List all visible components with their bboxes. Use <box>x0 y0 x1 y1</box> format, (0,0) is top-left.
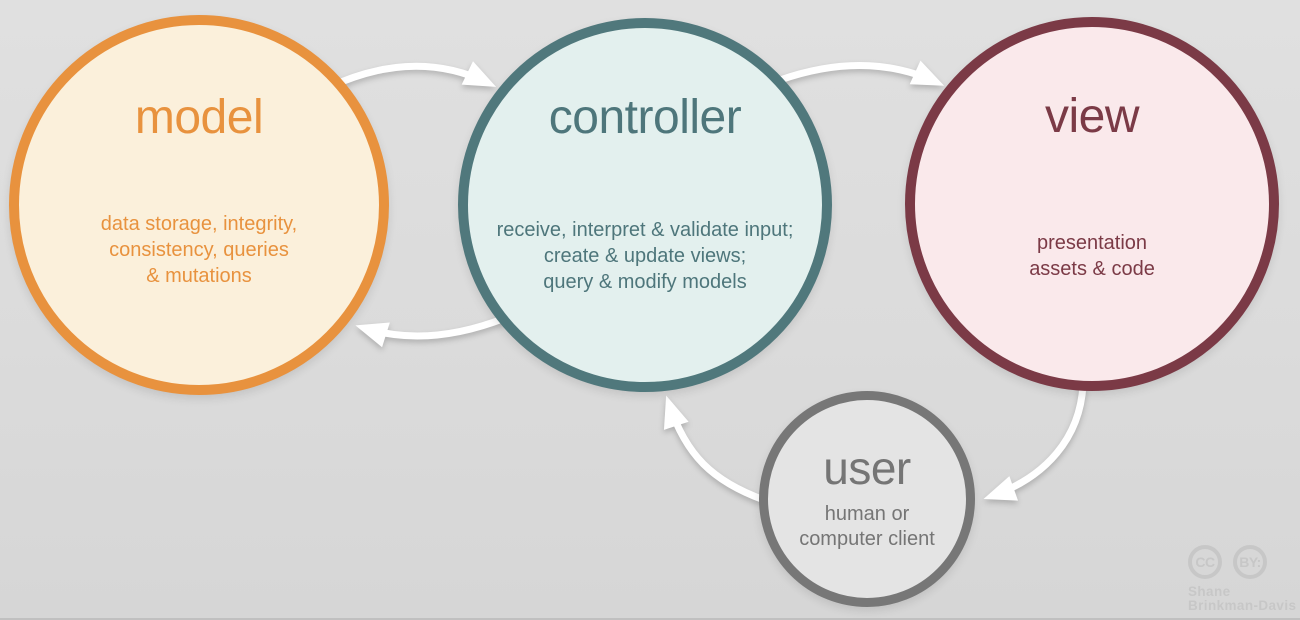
node-view: view presentation assets & code <box>905 17 1279 391</box>
node-controller-title: controller <box>548 91 742 144</box>
node-model-title: model <box>134 91 264 144</box>
node-controller-description: receive, interpret & validate input; cre… <box>496 219 794 293</box>
arrow-model-to-controller-icon <box>339 61 497 87</box>
attribution: CC BY: Shane Brinkman-Davis <box>1188 545 1300 613</box>
cc-by-badges: CC BY: <box>1188 545 1300 579</box>
node-user: user human or computer client <box>759 391 975 607</box>
arrow-user-to-controller-icon <box>663 395 766 504</box>
cc-icon: CC <box>1188 545 1222 579</box>
node-model-description: data storage, integrity, consistency, qu… <box>100 213 298 287</box>
node-view-description: presentation assets & code <box>1029 232 1155 280</box>
attribution-author: Shane Brinkman-Davis <box>1188 584 1297 613</box>
node-controller: controller receive, interpret & validate… <box>458 18 832 392</box>
arrow-controller-to-view-icon <box>778 60 945 86</box>
arrow-view-to-user-icon <box>983 384 1087 501</box>
by-icon: BY: <box>1233 545 1267 579</box>
arrow-controller-to-model-icon <box>355 314 507 348</box>
node-user-title: user <box>823 442 911 494</box>
node-user-description: human or computer client <box>799 503 935 550</box>
node-model: model data storage, integrity, consisten… <box>9 15 389 395</box>
node-view-title: view <box>1044 90 1140 143</box>
